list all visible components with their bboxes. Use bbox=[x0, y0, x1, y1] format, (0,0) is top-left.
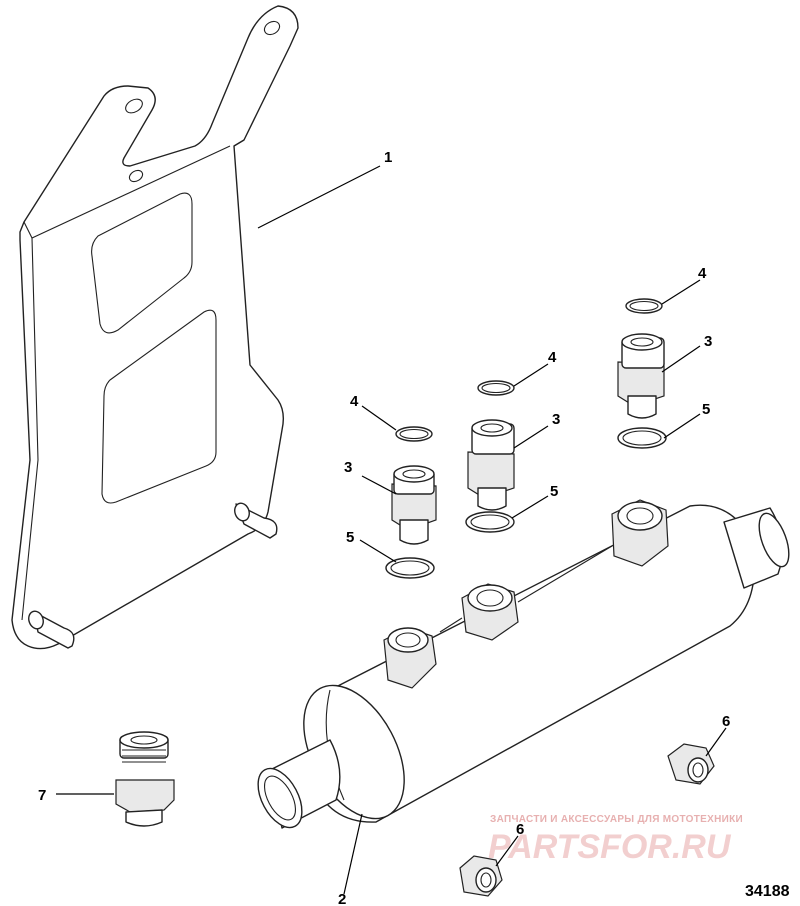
watermark: ЗАПЧАСТИ И АКСЕССУАРЫ ДЛЯ МОТОТЕХНИКИ PA… bbox=[488, 814, 743, 866]
callout-5-washer-right: 5 bbox=[702, 401, 710, 418]
manifold-boss-3 bbox=[611, 499, 669, 567]
connector bbox=[115, 731, 175, 827]
manifold-boss-2 bbox=[461, 583, 519, 641]
leader-lines bbox=[56, 165, 727, 895]
fitting-left bbox=[391, 465, 437, 545]
callout-3-fitting-left: 3 bbox=[344, 459, 352, 476]
fitting-middle bbox=[467, 419, 515, 511]
callout-6-nut-lower: 6 bbox=[516, 821, 524, 838]
callout-labels: 1 2 3 3 3 4 4 4 5 5 5 6 6 7 bbox=[38, 149, 730, 906]
callout-7-connector: 7 bbox=[38, 787, 46, 804]
callout-2-manifold: 2 bbox=[338, 891, 346, 906]
callout-4-seal-left: 4 bbox=[350, 393, 359, 410]
washer-middle bbox=[465, 511, 515, 533]
seal-middle bbox=[477, 380, 515, 396]
callout-1-bracket: 1 bbox=[384, 149, 392, 166]
manifold-boss-1 bbox=[383, 627, 437, 689]
callout-5-washer-left: 5 bbox=[346, 529, 354, 546]
fitting-right bbox=[617, 333, 665, 419]
figure-number: 34188 bbox=[745, 883, 790, 900]
nut-upper bbox=[667, 743, 715, 785]
nut-lower bbox=[459, 855, 503, 897]
washer-right bbox=[617, 427, 667, 449]
callout-4-seal-right: 4 bbox=[698, 265, 707, 282]
callout-3-fitting-right: 3 bbox=[704, 333, 712, 350]
watermark-tagline: ЗАПЧАСТИ И АКСЕССУАРЫ ДЛЯ МОТОТЕХНИКИ bbox=[490, 814, 743, 825]
mounting-bracket bbox=[11, 5, 299, 650]
seal-right bbox=[625, 298, 663, 314]
watermark-logo: PARTSFOR.RU bbox=[488, 828, 732, 866]
callout-3-fitting-middle: 3 bbox=[552, 411, 560, 428]
washer-left bbox=[385, 557, 435, 579]
seal-left bbox=[395, 426, 433, 442]
callout-6-nut-upper: 6 bbox=[722, 713, 730, 730]
manifold-tube bbox=[257, 499, 790, 829]
callout-4-seal-middle: 4 bbox=[548, 349, 557, 366]
callout-5-washer-middle: 5 bbox=[550, 483, 558, 500]
